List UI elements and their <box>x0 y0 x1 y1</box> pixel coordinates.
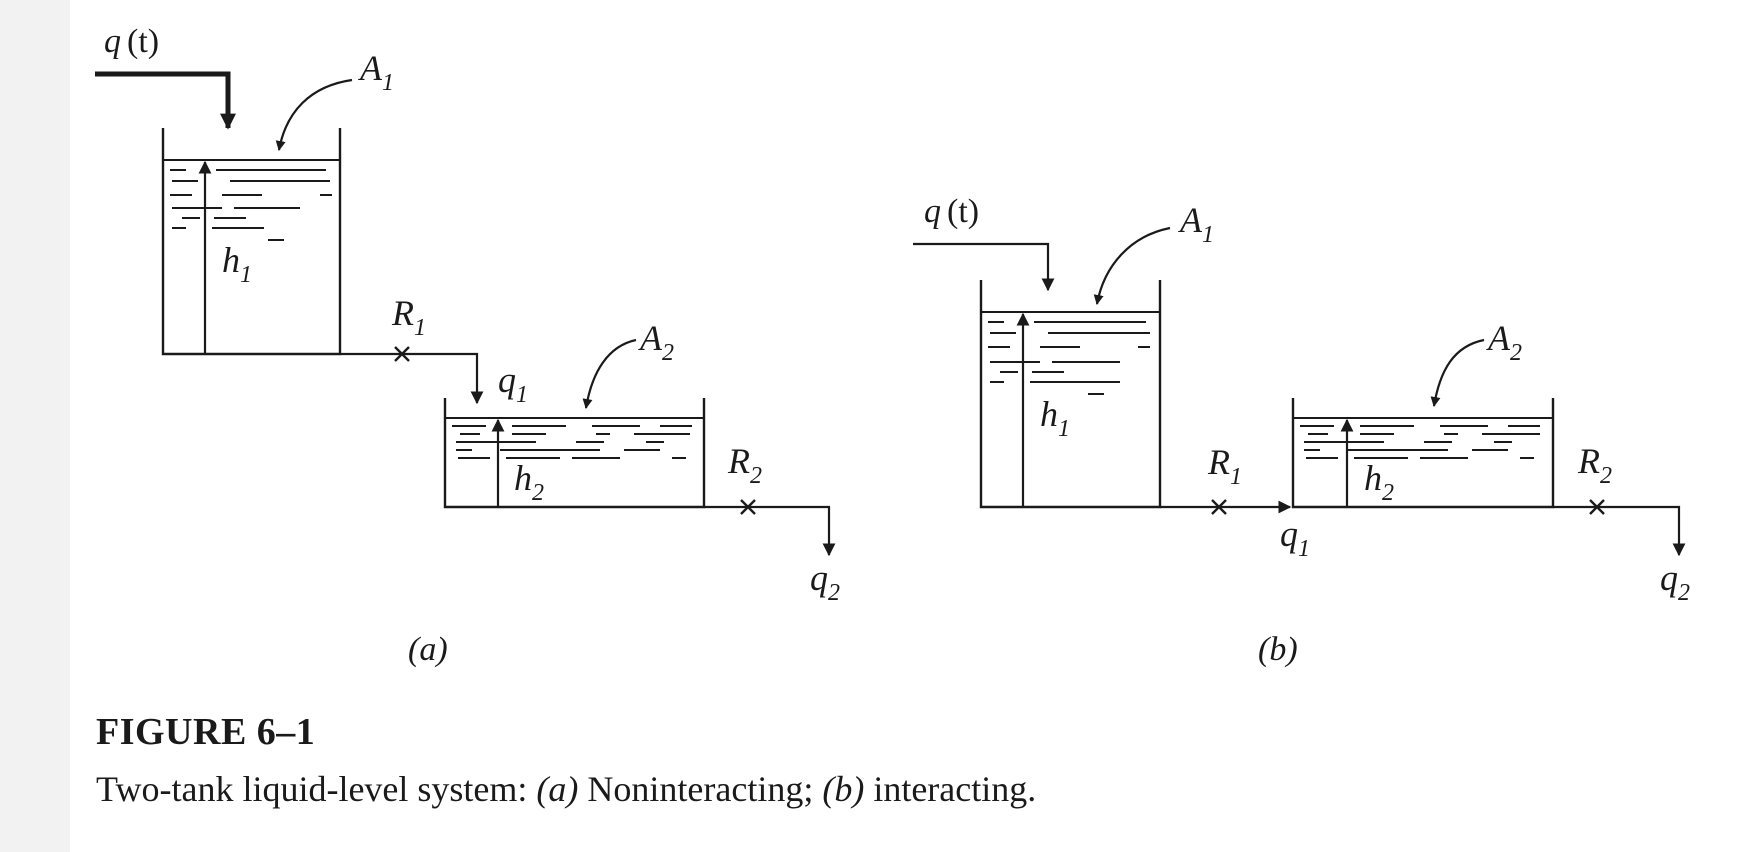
area-pointer-b2 <box>1430 338 1485 407</box>
flow-label-q1-a: q1 <box>498 360 528 408</box>
valve-r1-a <box>394 346 410 362</box>
liquid-surface-tank1-a <box>163 159 340 241</box>
page-margin-strip <box>0 0 70 852</box>
area-label-b2: A2 <box>1486 318 1522 366</box>
level-label-h2-a: h2 <box>514 458 544 506</box>
valve-label-r1-a: R1 <box>391 293 426 341</box>
caption-tag-a: (a) <box>536 769 579 809</box>
valve-label-r2-b: R2 <box>1577 441 1612 489</box>
area-label-b1: A1 <box>1178 200 1214 248</box>
area-pointer-a1 <box>275 78 353 151</box>
tank1-a <box>161 128 342 356</box>
figure-number: FIGURE 6–1 <box>96 711 316 753</box>
valve-r2-b <box>1589 499 1605 515</box>
tank1-b <box>979 280 1162 509</box>
inflow-label-b: q(t) <box>924 193 979 230</box>
area-pointer-b1 <box>1093 226 1171 305</box>
panel-label-a: (a) <box>408 631 448 668</box>
valve-label-r1-b: R1 <box>1207 442 1242 490</box>
level-label-h2-b: h2 <box>1364 458 1394 506</box>
valve-r2-a <box>740 499 756 515</box>
pipe-q1-a <box>340 352 484 405</box>
area-pointer-a2 <box>582 338 637 409</box>
caption-text: Two-tank liquid-level system: (a) Nonint… <box>96 768 1036 810</box>
liquid-surface-tank2-a <box>445 417 704 459</box>
level-label-h1-a: h1 <box>222 240 252 288</box>
diagram-a: q(t) A1 <box>95 23 840 668</box>
caption-lead: Two-tank liquid-level system: <box>96 769 537 809</box>
valve-label-r2-a: R2 <box>727 441 762 489</box>
valve-r1-b <box>1211 499 1227 515</box>
inflow-label-a: q(t) <box>104 23 159 60</box>
panel-label-b: (b) <box>1258 631 1298 668</box>
flow-label-q2-a: q2 <box>810 558 840 606</box>
caption-tag-b: (b) <box>822 769 865 809</box>
pipe-q2-b <box>1553 505 1686 557</box>
level-label-h1-b: h1 <box>1040 394 1070 442</box>
caption-text-b: interacting. <box>864 769 1037 809</box>
area-label-a2: A2 <box>638 318 674 366</box>
two-tank-diagram: q(t) A1 <box>95 23 1690 668</box>
figure-caption: FIGURE 6–1 Two-tank liquid-level system:… <box>96 710 1036 810</box>
pipe-q2-a <box>704 505 836 557</box>
inflow-pipe-b <box>913 242 1055 292</box>
diagram-b: q(t) A1 h1 <box>913 193 1690 668</box>
tank2-b <box>1291 398 1555 509</box>
flow-label-q2-b: q2 <box>1660 558 1690 606</box>
caption-text-a: Noninteracting; <box>578 769 823 809</box>
liquid-surface-tank1-b <box>981 311 1160 395</box>
area-label-a1: A1 <box>358 48 394 96</box>
flow-label-q1-b: q1 <box>1280 514 1310 562</box>
tank2-a <box>443 398 706 509</box>
liquid-surface-tank2-b <box>1293 417 1553 459</box>
inflow-pipe-a <box>95 71 236 130</box>
